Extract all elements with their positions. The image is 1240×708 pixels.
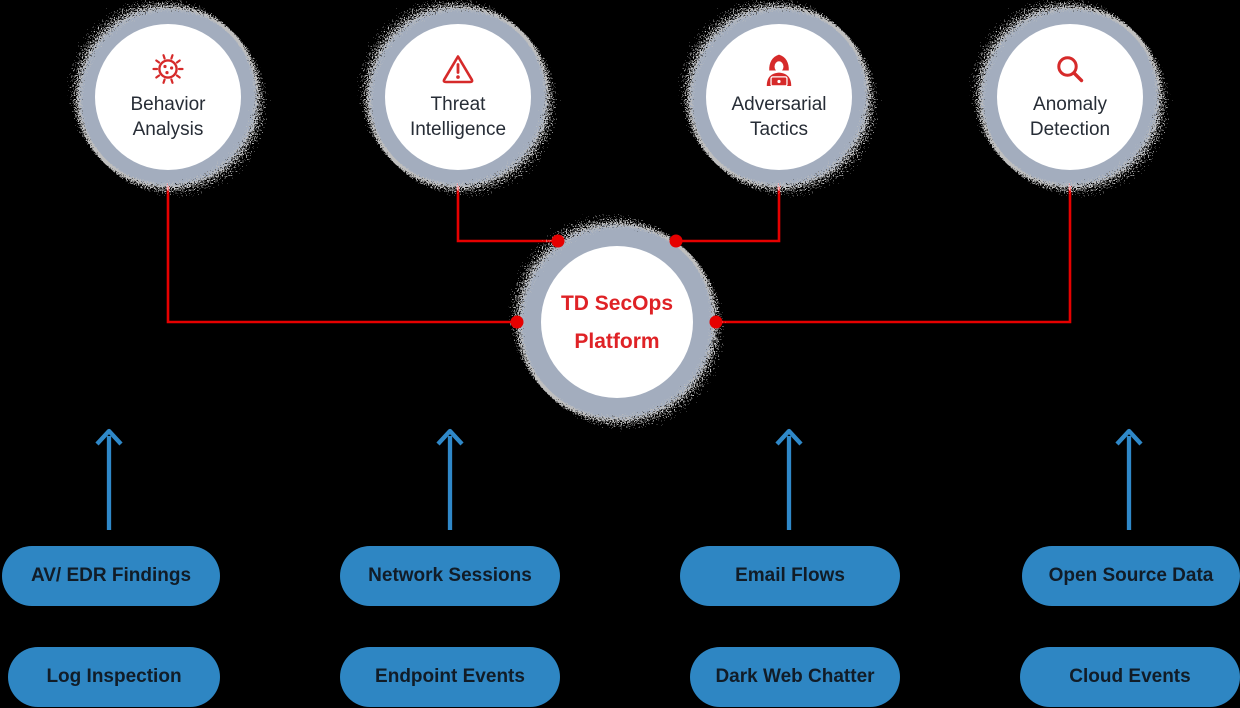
stippled-ring bbox=[366, 5, 550, 189]
source-pill-email-flows: Email Flows bbox=[680, 546, 900, 606]
source-pill-network-sessions: Network Sessions bbox=[340, 546, 560, 606]
source-pill-open-source-data: Open Source Data bbox=[1022, 546, 1240, 606]
stippled-ring bbox=[687, 5, 871, 189]
node-label: Threat Intelligence bbox=[409, 93, 507, 140]
platform-title-line2: Platform bbox=[574, 329, 660, 353]
stippled-ring bbox=[76, 5, 260, 189]
up-arrow-1 bbox=[95, 428, 123, 530]
source-pill-av-edr-findings: AV/ EDR Findings bbox=[2, 546, 220, 606]
node-label: Anomaly Detection bbox=[1029, 93, 1111, 140]
junction-dot bbox=[669, 234, 683, 248]
platform-title-line1: TD SecOps bbox=[560, 291, 674, 315]
node-anomaly-detection: Anomaly Detection bbox=[955, 0, 1185, 212]
node-td-secops-platform: TD SecOps Platform bbox=[497, 202, 737, 442]
source-pill-log-inspection: Log Inspection bbox=[8, 647, 220, 707]
up-arrow-4 bbox=[1115, 428, 1143, 530]
warning-triangle-icon bbox=[441, 53, 475, 87]
stippled-ring bbox=[517, 222, 717, 422]
magnifier-icon bbox=[1054, 53, 1086, 87]
up-arrow-2 bbox=[436, 428, 464, 530]
hacker-icon bbox=[762, 53, 796, 87]
source-pill-cloud-events: Cloud Events bbox=[1020, 647, 1240, 707]
stippled-ring bbox=[978, 5, 1162, 189]
junction-dot bbox=[551, 234, 565, 248]
node-label: Behavior Analysis bbox=[130, 93, 206, 140]
node-label: Adversarial Tactics bbox=[731, 93, 827, 140]
source-pill-dark-web-chatter: Dark Web Chatter bbox=[690, 647, 900, 707]
node-behavior-analysis: Behavior Analysis bbox=[53, 0, 283, 212]
source-pill-endpoint-events: Endpoint Events bbox=[340, 647, 560, 707]
virus-icon bbox=[152, 53, 184, 87]
junction-dot bbox=[709, 315, 723, 329]
node-adversarial-tactics: Adversarial Tactics bbox=[664, 0, 894, 212]
junction-dot bbox=[510, 315, 524, 329]
up-arrow-3 bbox=[775, 428, 803, 530]
node-threat-intelligence: Threat Intelligence bbox=[343, 0, 573, 212]
